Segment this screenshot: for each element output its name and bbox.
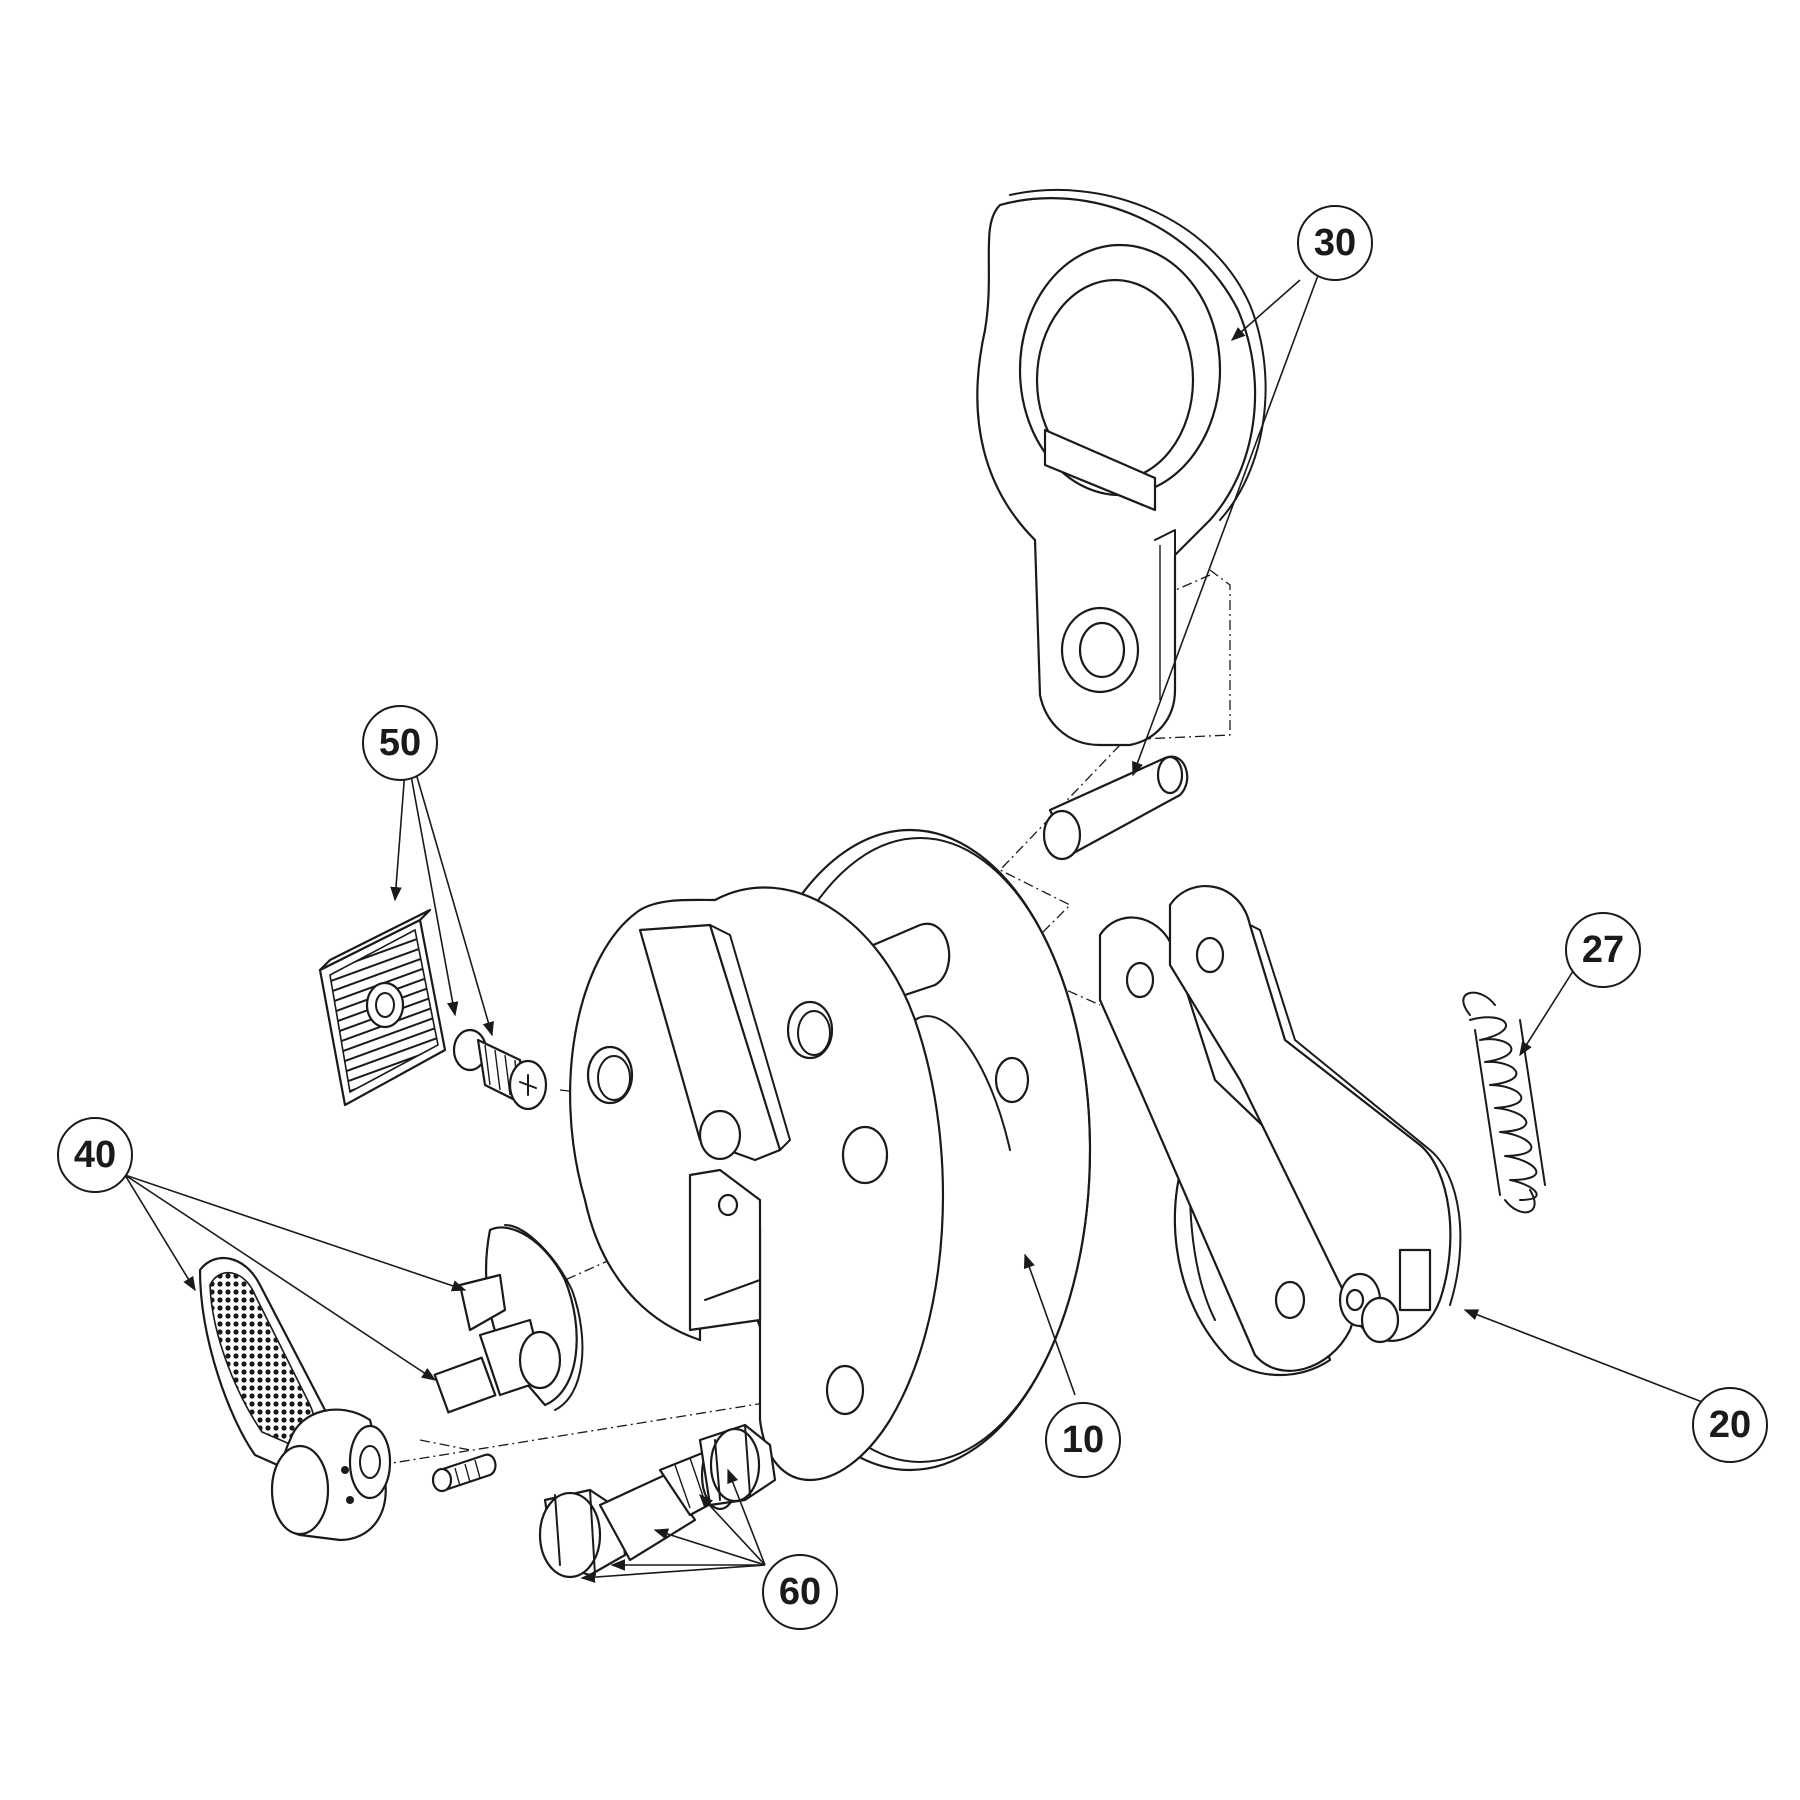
- lifting-eye-part-30: [976, 188, 1267, 747]
- coil-spring-part-27: [1462, 991, 1546, 1214]
- callout-10: 10: [1045, 1402, 1121, 1478]
- callout-40: 40: [57, 1117, 133, 1193]
- toggle-arm-part-20: [1098, 884, 1462, 1376]
- washer-nut-part-60: [698, 1423, 777, 1511]
- callout-27-label: 27: [1582, 929, 1624, 971]
- callout-60: 60: [762, 1554, 838, 1630]
- pivot-pin: [1042, 755, 1189, 861]
- grip-pad-part-50: [318, 908, 447, 1107]
- callout-30-label: 30: [1314, 222, 1356, 264]
- callout-40-label: 40: [74, 1134, 116, 1176]
- callout-20-label: 20: [1709, 1404, 1751, 1446]
- callout-50: 50: [362, 705, 438, 781]
- cap-screw-part-50: [452, 1028, 548, 1111]
- callout-20: 20: [1692, 1387, 1768, 1463]
- callout-30: 30: [1297, 205, 1373, 281]
- set-pin-part-40: [431, 1453, 497, 1493]
- callout-10-label: 10: [1062, 1419, 1104, 1461]
- handle-lever-part-40: [198, 1256, 392, 1542]
- cam-part-40: [433, 1224, 584, 1414]
- callout-50-label: 50: [379, 722, 421, 764]
- leader-lines: [124, 269, 1711, 1583]
- callout-27: 27: [1565, 912, 1641, 988]
- callout-60-label: 60: [779, 1571, 821, 1613]
- clamp-body-part-10: [569, 828, 1092, 1482]
